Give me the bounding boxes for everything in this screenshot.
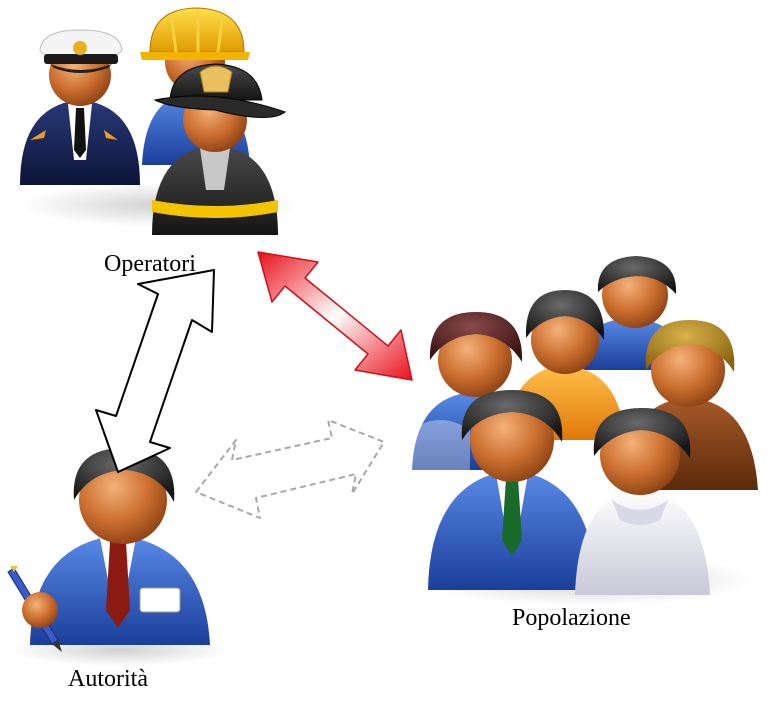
naval-officer-icon (20, 29, 140, 185)
popolazione-label: Popolazione (512, 605, 631, 631)
person-middle-back-icon (505, 290, 625, 440)
operatori-group-icon (20, 7, 300, 235)
operatori-label: Operatori (104, 251, 196, 277)
popolazione-group-icon (412, 256, 758, 606)
red-double-arrow (257, 251, 413, 381)
black-double-arrow (95, 269, 215, 473)
firefighter-icon (152, 63, 287, 235)
autorita-icon (7, 448, 230, 666)
person-with-tie-icon (428, 390, 596, 590)
person-white-shirt-icon (575, 408, 710, 595)
autorita-label: Autorità (68, 666, 148, 692)
dashed-double-arrow (195, 419, 385, 519)
